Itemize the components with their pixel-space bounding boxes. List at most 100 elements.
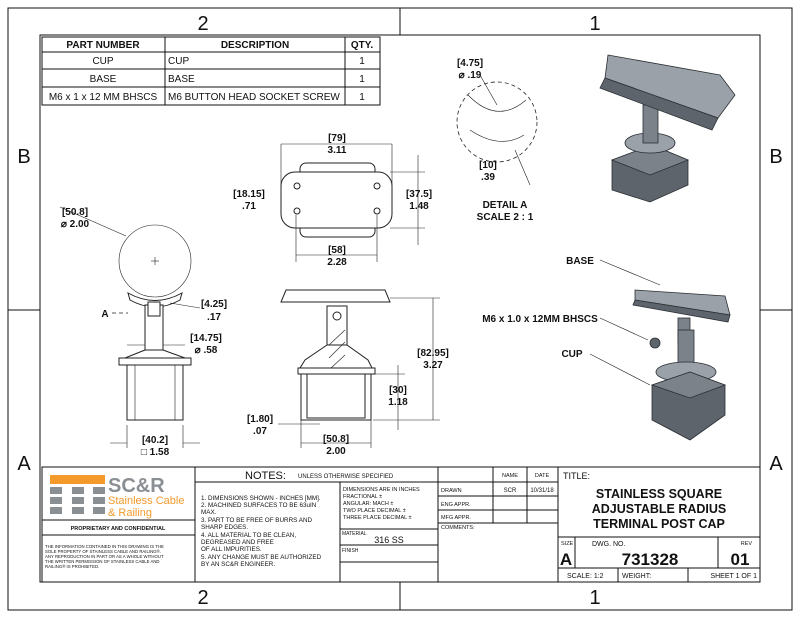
dim-holes-v-mm: [18.15] [233,189,265,200]
zone-right-a: A [769,453,783,475]
drawing-title-line: ADJUSTABLE RADIUS [592,502,727,516]
cell-qty: 1 [359,92,365,103]
notes-sub: UNLESS OTHERWISE SPECIFIED [298,474,394,480]
drawn-label: DRAWN [441,488,462,494]
isometric-assembled-view [599,54,736,203]
drawing-title-line: STAINLESS SQUARE [596,487,722,501]
dim-holes-h-mm: [58] [328,245,346,256]
dim-cup-mm: [30] [389,385,407,396]
cell-part: BASE [90,74,117,85]
zone-top-1: 1 [589,13,600,35]
mfg-appr-label: MFG APPR. [441,515,471,521]
notes-list: 1. DIMENSIONS SHOWN - INCHES [MM]. 2. MA… [201,495,322,568]
note-line: BY AN SC&R ENGINEER. [201,561,275,568]
logo-line2: & Railing [108,507,152,519]
tolerances: DIMENSIONS ARE IN INCHES FRACTIONAL ± AN… [343,487,420,521]
notes-label: NOTES: [245,470,286,482]
cell-part: M6 x 1 x 12 MM BHSCS [49,92,158,103]
rev-label: REV [741,541,753,547]
note-line: SHARP EDGES. [201,524,248,531]
dim-od-mm: [50.8] [323,434,349,445]
disclaimer-line: RAILING® IS PROHIBITED. [45,564,99,569]
dim-square-mm: [40.2] [142,435,168,446]
company-logo: SC&R Stainless Cable & Railing [50,475,184,519]
dim-gap-mm: [4.25] [201,299,227,310]
logo-title: SC&R [108,475,165,497]
dim-height-in: 3.27 [423,360,443,371]
dim-detail-r-in: .39 [481,172,495,183]
zone-right-b: B [769,146,782,168]
name-header: NAME [502,473,518,479]
disclaimer: THE INFORMATION CONTAINED IN THIS DRAWIN… [45,544,164,569]
dim-width-mm: [79] [328,133,346,144]
note-line: 5. ANY CHANGE MUST BE AUTHORIZED [201,554,322,561]
dim-detail-in: ⌀ .19 [459,70,482,81]
title-block [41,466,761,583]
disclaimer-line: THE INFORMATION CONTAINED IN THIS DRAWIN… [45,544,164,549]
revision: 01 [731,550,750,569]
parts-table: PART NUMBER DESCRIPTION QTY. CUP CUP 1 B… [41,36,381,106]
cell-desc: CUP [168,56,189,67]
dim-stem-in: ⌀ .58 [195,345,218,356]
date-header: DATE [535,473,550,479]
zone-left-a: A [17,453,31,475]
cell-desc: BASE [168,74,195,85]
dwg-no-label: DWG. NO. [592,541,625,548]
dim-square-in: □ 1.58 [141,447,170,458]
disclaimer-line: ANY REPRODUCTION IN PART OR AS A WHOLE W… [45,554,164,559]
header-description: DESCRIPTION [221,40,289,51]
dim-wall-in: .07 [253,426,267,437]
cell-qty: 1 [359,74,365,85]
size-value: A [560,550,572,569]
dim-ball-in: ⌀ 2.00 [61,219,90,230]
header-part-number: PART NUMBER [66,40,140,51]
zone-top-2: 2 [197,13,208,35]
finish-label: FINISH [342,548,359,554]
scale: SCALE: 1:2 [567,573,604,580]
dim-width-in: 3.11 [328,145,347,156]
size-label: SIZE [561,541,574,547]
callout-screw: M6 x 1.0 x 12MM BHSCS [482,314,598,325]
zone-bottom-1: 1 [589,587,600,609]
note-line: 4. ALL MATERIAL TO BE CLEAN, [201,532,296,539]
callout-base: BASE [566,256,594,267]
tolerance-line: DIMENSIONS ARE IN INCHES [343,487,420,493]
dim-cup-in: 1.18 [388,397,408,408]
cell-part: CUP [92,56,113,67]
dim-ball-mm: [50.8] [62,207,88,218]
dim-holes-v-in: .71 [242,201,256,212]
note-line: DEGREASED AND FREE [201,539,274,546]
cell-desc: M6 BUTTON HEAD SOCKET SCREW [168,92,340,103]
disclaimer-line: SOLE PROPERTY OF STAINLESS CABLE AND RAI… [45,549,161,554]
material-label: MATERIAL [342,531,367,537]
dim-stem-mm: [14.75] [190,333,222,344]
dim-wall-mm: [1.80] [247,414,273,425]
dim-height-mm: [82.95] [417,348,449,359]
tolerance-line: THREE PLACE DECIMAL ± [343,515,412,521]
logo-line1: Stainless Cable [108,495,184,507]
dim-detail-r-mm: [10] [479,160,497,171]
drawn-date: 10/31/18 [530,488,554,494]
detail-marker: A [101,309,108,320]
drawing-number: 731328 [622,550,679,569]
drawn-name: SCR [504,488,517,494]
title-label: TITLE: [563,471,590,481]
note-line: 2. MACHINED SURFACES TO BE 63uIN [201,502,317,509]
note-line: 3. PART TO BE FREE OF BURRS AND [201,517,312,524]
side-view: A [59,206,201,448]
section-view [278,289,440,448]
tolerance-line: FRACTIONAL ± [343,494,382,500]
zone-left-b: B [17,146,30,168]
weight: WEIGHT: [622,573,651,580]
tolerance-line: ANGULAR: MACH ± [343,501,393,507]
dim-depth-mm: [37.5] [406,189,432,200]
note-line: OF ALL IMPURITIES. [201,546,262,553]
comments-label: COMMENTS: [441,525,475,531]
detail-a-view [456,74,538,186]
zone-bottom-2: 2 [197,587,208,609]
header-qty: QTY. [351,40,373,51]
note-line: MAX. [201,509,217,516]
proprietary-label: PROPRIETARY AND CONFIDENTIAL [71,526,166,532]
detail-title: DETAIL A [483,200,528,211]
